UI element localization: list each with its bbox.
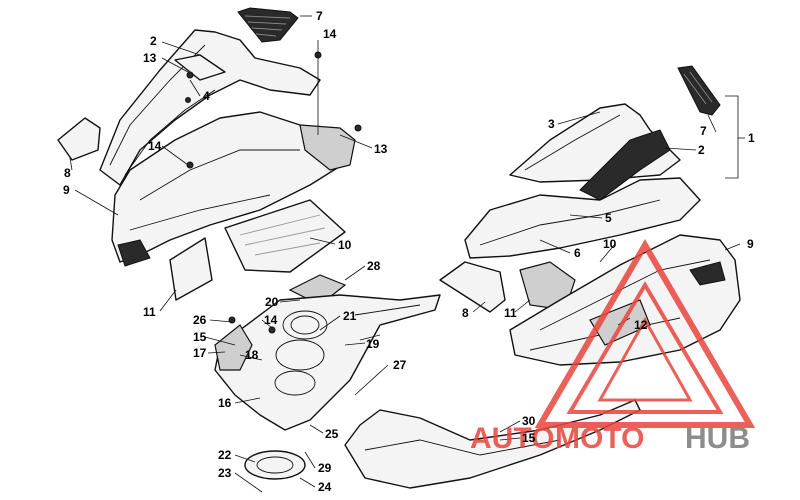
- callout-15: 15: [193, 330, 207, 344]
- callout-8: 8: [462, 306, 469, 320]
- callout-11: 11: [504, 306, 517, 320]
- callout-25: 25: [325, 427, 339, 441]
- callout-2: 2: [150, 34, 157, 48]
- part-8-left-bracket: [57, 117, 101, 161]
- part-13-left-side-panel: [299, 124, 356, 171]
- callout-23: 23: [218, 466, 232, 480]
- part-5-right-hood-body: [464, 177, 701, 259]
- part-7-left-vent: [237, 7, 299, 43]
- callout-12: 12: [634, 318, 648, 332]
- callout-14: 14: [323, 27, 337, 41]
- callout-21: 21: [343, 309, 357, 323]
- callout-18: 18: [245, 348, 259, 362]
- watermark-moto: MOTO: [555, 422, 644, 455]
- callout-8: 8: [64, 166, 71, 180]
- callout-13: 13: [374, 142, 388, 156]
- callout-15: 15: [522, 431, 536, 445]
- callout-14: 14: [264, 313, 278, 327]
- watermark: AUTO MOTO HUB: [470, 239, 756, 455]
- callout-7: 7: [316, 9, 323, 23]
- part-9-left-hood-body: [111, 111, 351, 267]
- callout-17: 17: [193, 346, 207, 360]
- callout-14: 14: [148, 139, 162, 153]
- callout-28: 28: [367, 259, 381, 273]
- callout-6: 6: [574, 246, 581, 260]
- callout-19: 19: [366, 337, 380, 351]
- callout-29: 29: [318, 461, 332, 475]
- callout-30: 30: [522, 414, 536, 428]
- watermark-hub: HUB: [685, 422, 750, 455]
- callout-22: 22: [218, 448, 232, 462]
- callout-5: 5: [605, 211, 612, 225]
- callout-9: 9: [747, 237, 754, 251]
- callout-3: 3: [548, 117, 555, 131]
- callout-labels: 2 7 14 13 4 8 14 13 9 10 28 11 20 26 14 …: [63, 9, 755, 494]
- callout-9: 9: [63, 183, 70, 197]
- callout-20: 20: [265, 295, 279, 309]
- part-7-right-vent: [677, 65, 721, 116]
- part-10-left-insulation: [224, 199, 346, 273]
- callout-11: 11: [143, 305, 156, 319]
- watermark-auto: AUTO: [470, 422, 554, 455]
- part-8-right-bracket: [439, 261, 506, 313]
- part-12-right-panel: [589, 299, 651, 346]
- callout-13: 13: [143, 51, 157, 65]
- callout-4: 4: [203, 89, 210, 103]
- callout-24: 24: [318, 480, 332, 494]
- callout-1: 1: [748, 131, 755, 145]
- callout-10: 10: [338, 238, 352, 252]
- part-22-ring: [244, 450, 306, 480]
- callout-16: 16: [218, 396, 232, 410]
- callout-10: 10: [603, 237, 617, 251]
- part-11-left-panel: [169, 237, 213, 301]
- callout-7: 7: [700, 124, 707, 138]
- watermark-triangle-logo: [534, 239, 756, 428]
- callout-2: 2: [698, 143, 705, 157]
- part-9-right-lower-body: [509, 234, 741, 366]
- callout-26: 26: [193, 313, 207, 327]
- part-17-side-piece: [214, 324, 253, 371]
- callout-27: 27: [393, 358, 407, 372]
